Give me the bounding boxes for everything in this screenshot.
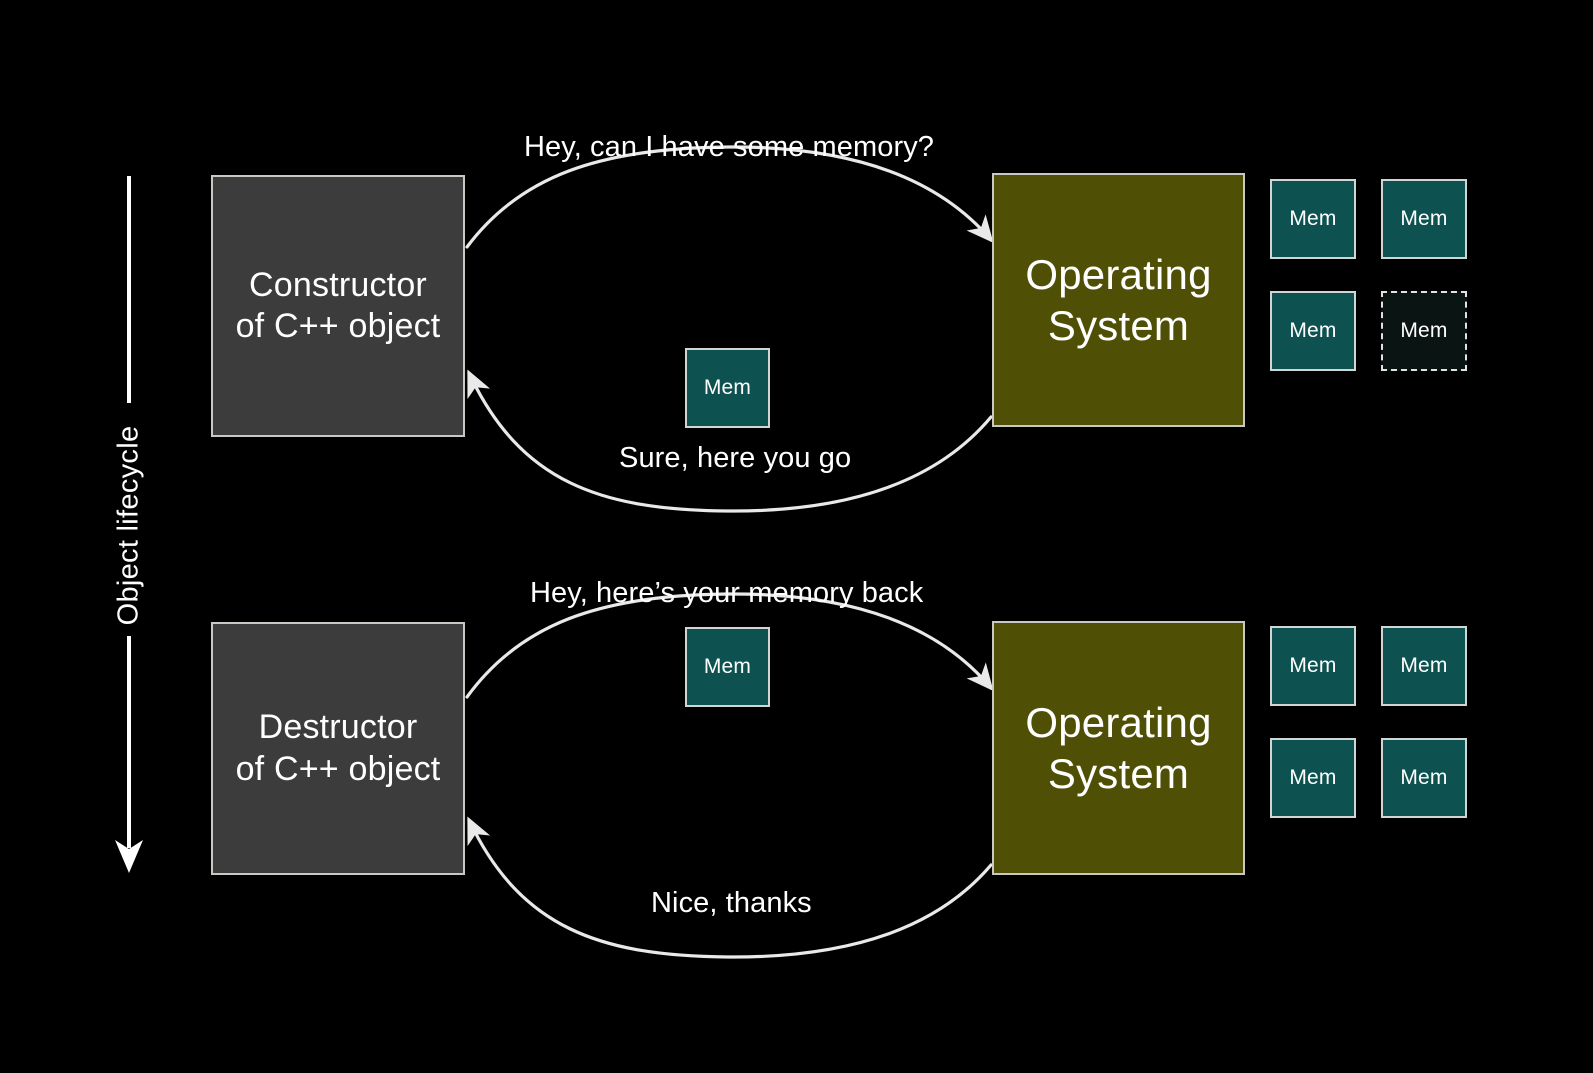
destruction-transit-memory-label: Mem xyxy=(703,655,752,678)
constructor-label-line1: Constructor xyxy=(249,265,427,304)
destruction-reply-caption: Nice, thanks xyxy=(651,887,812,919)
construction-transit-memory-label: Mem xyxy=(703,376,752,399)
memory-pool-chip-4-destruction[interactable]: Mem xyxy=(1381,738,1467,818)
memory-pool-chip-1-label-destruction: Mem xyxy=(1289,654,1337,677)
destructor-box[interactable]: Destructor of C++ object xyxy=(211,622,465,875)
destruction-request-caption: Hey, here’s your memory back xyxy=(530,577,924,609)
construction-reply-caption: Sure, here you go xyxy=(619,442,852,474)
memory-pool-chip-4-label-destruction: Mem xyxy=(1400,766,1448,789)
operating-system-box-destruction[interactable]: Operating System xyxy=(992,621,1245,875)
memory-pool-chip-2-destruction[interactable]: Mem xyxy=(1381,626,1467,706)
memory-pool-chip-2-label-destruction: Mem xyxy=(1400,654,1448,677)
memory-pool-chip-3-destruction[interactable]: Mem xyxy=(1270,738,1356,818)
memory-pool-chip-4-label-construction: Mem xyxy=(1400,319,1448,342)
memory-pool-chip-3-construction[interactable]: Mem xyxy=(1270,291,1356,371)
os-label-line1-destruction: Operating xyxy=(1025,698,1212,746)
memory-pool-chip-3-label-destruction: Mem xyxy=(1289,766,1337,789)
destructor-label-line1: Destructor xyxy=(258,708,418,747)
object-lifecycle-label-wrap: Object lifecycle xyxy=(58,425,200,625)
operating-system-box-construction[interactable]: Operating System xyxy=(992,173,1245,427)
os-label-line2-construction: System xyxy=(1047,302,1190,349)
memory-pool-chip-2-construction[interactable]: Mem xyxy=(1381,179,1467,259)
memory-pool-chip-1-destruction[interactable]: Mem xyxy=(1270,626,1356,706)
destruction-transit-memory-chip[interactable]: Mem xyxy=(685,627,770,707)
memory-pool-chip-1-construction[interactable]: Mem xyxy=(1270,179,1356,259)
os-label-line1-construction: Operating xyxy=(1025,250,1212,298)
os-label-line2-destruction: System xyxy=(1047,750,1190,797)
construction-request-caption: Hey, can I have some memory? xyxy=(524,131,935,163)
memory-pool-chip-2-label-construction: Mem xyxy=(1400,207,1448,230)
constructor-box[interactable]: Constructor of C++ object xyxy=(211,175,465,437)
constructor-label-line2: of C++ object xyxy=(235,307,441,345)
memory-pool-chip-3-label-construction: Mem xyxy=(1289,319,1337,342)
axis-arrowhead xyxy=(115,840,143,873)
destructor-label-line2: of C++ object xyxy=(235,749,441,788)
object-lifecycle-label: Object lifecycle xyxy=(112,425,145,625)
construction-transit-memory-chip[interactable]: Mem xyxy=(685,348,770,428)
memory-pool-chip-1-label-construction: Mem xyxy=(1289,207,1337,230)
memory-pool-chip-4-free-construction[interactable]: Mem xyxy=(1381,291,1467,371)
